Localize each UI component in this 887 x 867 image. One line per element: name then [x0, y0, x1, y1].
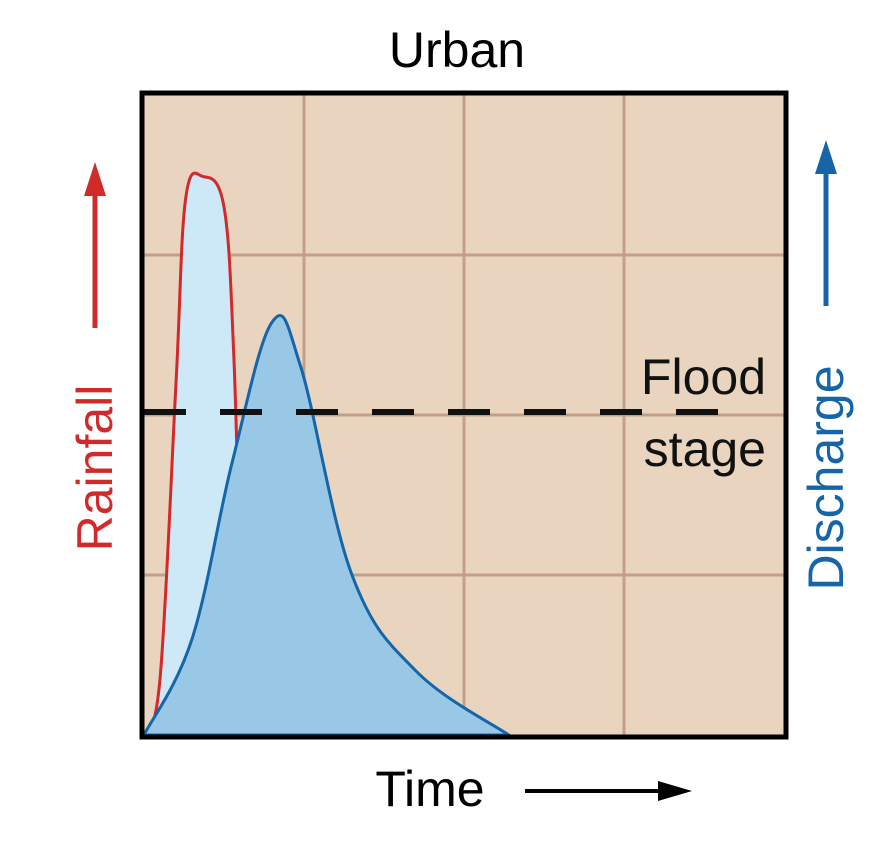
plot-frame	[139, 90, 789, 740]
flood-stage-label-line1: Flood	[641, 349, 766, 405]
flood-stage-label-line2: stage	[644, 421, 766, 477]
rainfall-arrow-icon	[84, 162, 106, 328]
discharge-series-area	[141, 314, 514, 737]
y-axis-label-rainfall: Rainfall	[67, 385, 123, 552]
y-axis-label-discharge: Discharge	[798, 365, 854, 590]
time-arrow-icon	[525, 781, 692, 801]
chart-title: Urban	[389, 22, 525, 78]
x-axis-label-time: Time	[375, 761, 484, 817]
discharge-arrow-icon	[815, 140, 837, 306]
